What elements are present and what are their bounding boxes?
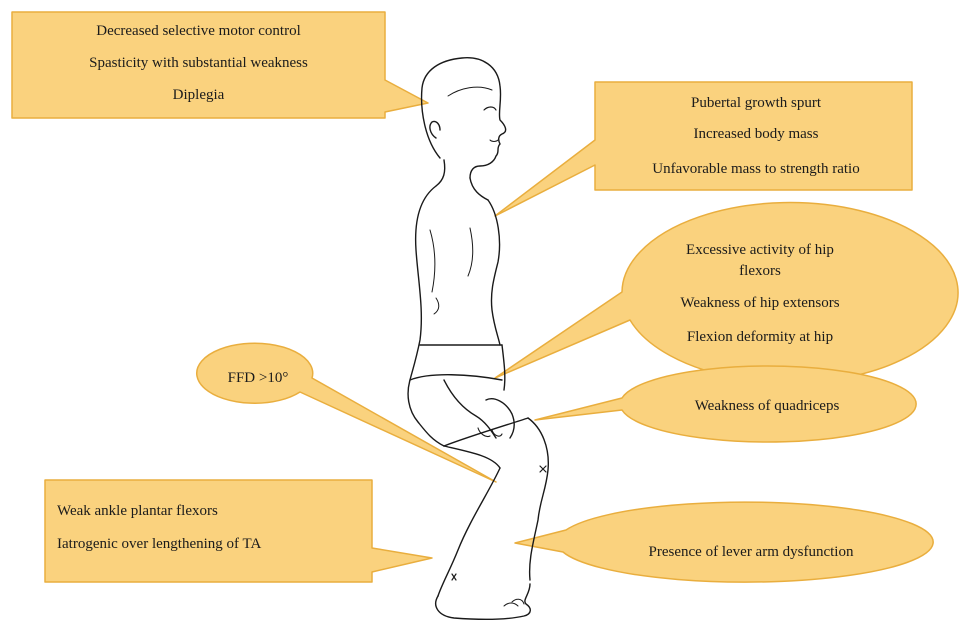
hip-callout-line-3: Flexion deformity at hip [640,328,880,346]
ankle-callout-line-2: Iatrogenic over lengthening of TA [57,535,261,553]
head-callout-line-3: Diplegia [12,86,385,104]
head-callout-line-1: Decreased selective motor control [12,22,385,40]
head-callout-line-2: Spasticity with substantial weakness [12,54,385,72]
ffd-callout-shape [197,343,496,482]
hip-callout-line-1b: flexors [640,262,880,280]
hip-callout-line-1: Excessive activity of hip [640,241,880,259]
torso-callout-line-3: Unfavorable mass to strength ratio [600,160,912,178]
ankle-callout-shape [45,480,432,582]
torso-callout-line-1: Pubertal growth spurt [600,94,912,112]
quad-callout-label: Weakness of quadriceps [622,397,912,415]
torso-callout-line-2: Increased body mass [600,125,912,143]
lever-callout-label: Presence of lever arm dysfunction [585,543,917,561]
hip-callout-shape [495,203,958,383]
ffd-callout-label: FFD >10° [200,369,316,387]
standing-figure [408,58,548,620]
hip-callout-line-2: Weakness of hip extensors [640,294,880,312]
ankle-callout-line-1: Weak ankle plantar flexors [57,502,218,520]
